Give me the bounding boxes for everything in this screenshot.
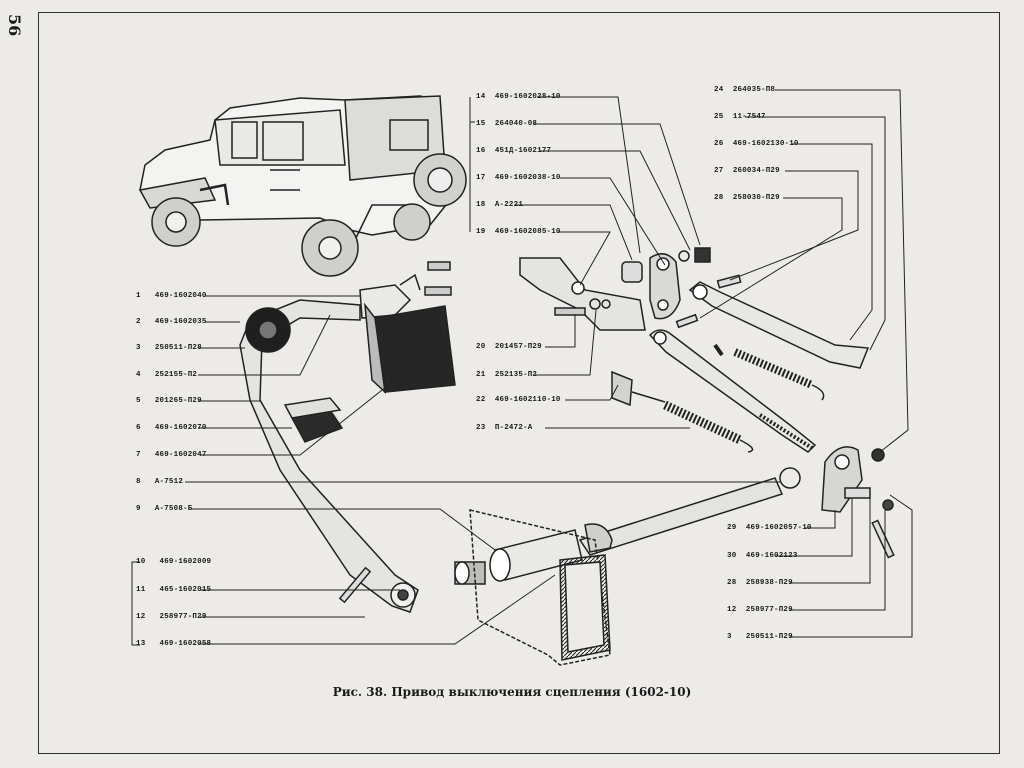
spring-upper	[733, 348, 825, 401]
label-part-8: 8 А-7512	[136, 478, 184, 486]
label-part-20: 20 201457-П29	[476, 343, 542, 351]
label-part-21: 21 252135-П2	[476, 371, 538, 379]
label-part-9: 9 А-7508-Б	[136, 505, 193, 513]
label-part-29: 29 469-1602057-10	[727, 524, 812, 532]
label-part-13: 13 469-1602058	[136, 640, 212, 648]
label-part-4: 4 252155-П2	[136, 371, 198, 379]
pedal-assembly	[239, 273, 456, 613]
label-part-3: 3 250511-П28	[136, 344, 202, 352]
label-part-3b: 3 250511-П29	[727, 633, 793, 641]
label-part-12b: 12 258977-П29	[727, 606, 793, 614]
label-part-16: 16 451Д-1602177	[476, 147, 552, 155]
label-part-6: 6 469-1602070	[136, 424, 207, 432]
vehicle-illustration	[138, 95, 467, 277]
lever-parts	[427, 247, 895, 666]
label-part-28: 28 258030-П29	[714, 194, 780, 202]
label-part-26: 26 469-1602130-10	[714, 140, 799, 148]
label-part-17: 17 469-1602038-10	[476, 174, 561, 182]
figure-caption: Рис. 38. Привод выключения сцепления (16…	[332, 685, 692, 699]
label-part-14: 14 469-1602028-10	[476, 93, 561, 101]
label-part-1: 1 469-1602040	[136, 292, 207, 300]
label-part-25: 25 11-7547	[714, 113, 766, 121]
label-part-30: 30 469-1602123	[727, 552, 798, 560]
spring-lower	[663, 400, 754, 453]
label-part-7: 7 469-1602047	[136, 451, 207, 459]
page-frame	[38, 12, 1000, 754]
label-part-15: 15 264040-08	[476, 120, 538, 128]
label-part-24: 24 264035-П8	[714, 86, 776, 94]
label-part-19: 19 469-1602085-10	[476, 228, 561, 236]
label-part-28b: 28 258938-П29	[727, 579, 793, 587]
label-part-22: 22 469-1602110-10	[476, 396, 561, 404]
leader-lines	[131, 89, 913, 646]
label-part-5: 5 201265-П29	[136, 397, 202, 405]
label-part-18: 18 А-2221	[476, 201, 524, 209]
label-part-11: 11 465-1602015	[136, 586, 212, 594]
label-part-27: 27 260034-П29	[714, 167, 780, 175]
label-part-10: 10 469-1602009	[136, 558, 212, 566]
label-part-12: 12 258977-П29	[136, 613, 207, 621]
label-part-2: 2 469-1602035	[136, 318, 207, 326]
label-part-23: 23 П-2472-А	[476, 424, 533, 432]
